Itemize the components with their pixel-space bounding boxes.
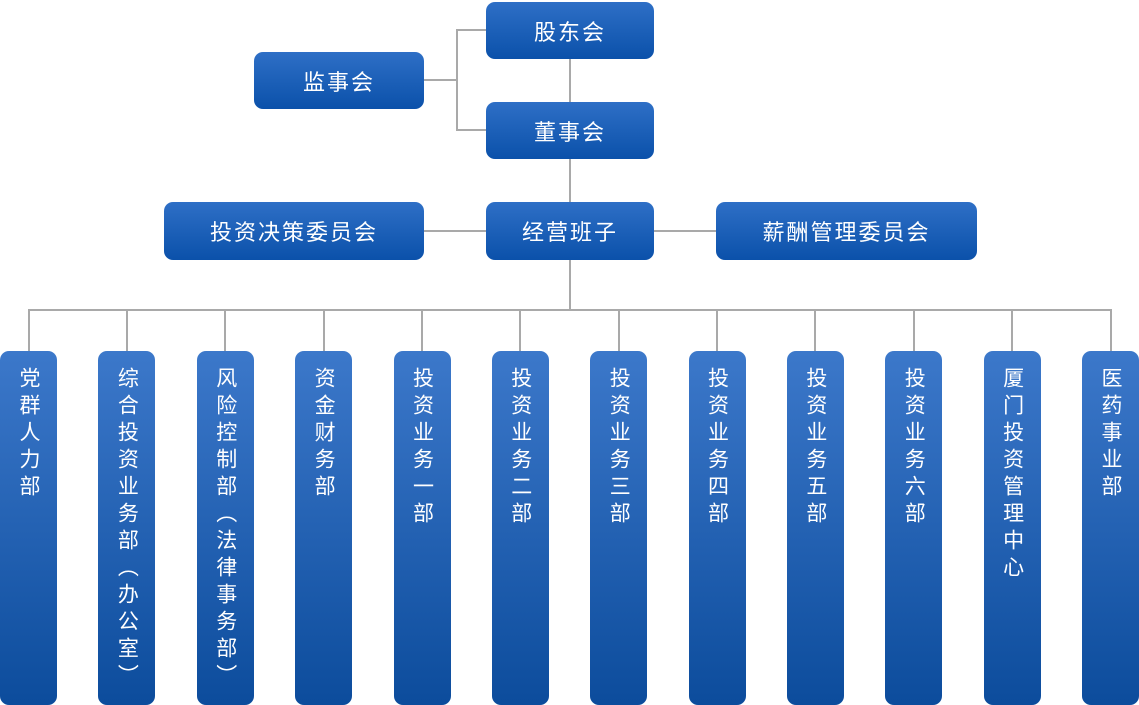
connector-line xyxy=(224,310,227,351)
org-node-board-of-directors: 董事会 xyxy=(486,102,654,159)
org-node-department: 投资业务一部 xyxy=(393,351,451,705)
org-node-supervisors: 监事会 xyxy=(254,52,424,109)
connector-line xyxy=(125,310,128,351)
org-node-department: 风险控制部（法律事务部） xyxy=(196,351,254,705)
connector-line xyxy=(617,310,620,351)
node-label: 股东会 xyxy=(533,19,606,45)
connector-line xyxy=(912,310,915,351)
department-label: 投资业务二部 xyxy=(508,367,532,529)
org-node-department: 投资业务五部 xyxy=(786,351,844,705)
org-node-department: 厦门投资管理中心 xyxy=(983,351,1041,705)
connector-line xyxy=(716,310,718,351)
department-label: 综合投资业务部（办公室） xyxy=(115,367,139,691)
connector-line xyxy=(456,29,486,31)
department-label: 厦门投资管理中心 xyxy=(1000,367,1024,583)
department-label: 投资业务六部 xyxy=(902,367,926,529)
connector-line xyxy=(322,310,325,351)
org-node-department: 投资业务四部 xyxy=(688,351,746,705)
org-node-department: 投资业务六部 xyxy=(885,351,943,705)
node-label: 监事会 xyxy=(302,69,375,95)
org-node-management-team: 经营班子 xyxy=(486,202,654,260)
connector-line xyxy=(1011,310,1014,351)
department-label: 医药事业部 xyxy=(1099,367,1122,502)
node-label: 薪酬管理委员会 xyxy=(762,220,931,245)
node-label: 董事会 xyxy=(533,119,606,145)
connector-line xyxy=(456,129,486,131)
department-label: 风险控制部（法律事务部） xyxy=(213,367,237,691)
connector-line xyxy=(424,79,458,81)
connector-line xyxy=(1109,310,1112,351)
node-label: 投资决策委员会 xyxy=(209,220,378,245)
org-node-department: 投资业务二部 xyxy=(491,351,549,705)
org-node-department: 投资业务三部 xyxy=(590,351,648,705)
node-label: 经营班子 xyxy=(521,220,618,245)
org-node-department: 资金财务部 xyxy=(295,351,353,705)
org-node-shareholders: 股东会 xyxy=(486,2,654,59)
department-label: 资金财务部 xyxy=(312,367,336,502)
connector-line xyxy=(814,310,817,351)
connector-line xyxy=(569,260,571,310)
department-label: 投资业务一部 xyxy=(410,367,434,529)
department-label: 投资业务四部 xyxy=(705,367,729,529)
connector-line xyxy=(421,310,423,351)
connector-line xyxy=(27,310,30,351)
department-label: 党群人力部 xyxy=(17,367,40,502)
org-node-compensation-committee: 薪酬管理委员会 xyxy=(716,202,977,260)
connector-line xyxy=(654,230,716,232)
connector-line xyxy=(28,309,1112,311)
connector-line xyxy=(569,59,571,103)
org-node-investment-decision-committee: 投资决策委员会 xyxy=(164,202,424,260)
org-node-department: 综合投资业务部（办公室） xyxy=(98,351,156,705)
connector-line xyxy=(569,159,571,203)
org-node-department: 党群人力部 xyxy=(0,351,57,705)
connector-line xyxy=(424,230,486,232)
connector-line xyxy=(519,310,522,351)
department-label: 投资业务五部 xyxy=(803,367,827,529)
org-node-department: 医药事业部 xyxy=(1082,351,1139,705)
department-label: 投资业务三部 xyxy=(607,367,631,529)
